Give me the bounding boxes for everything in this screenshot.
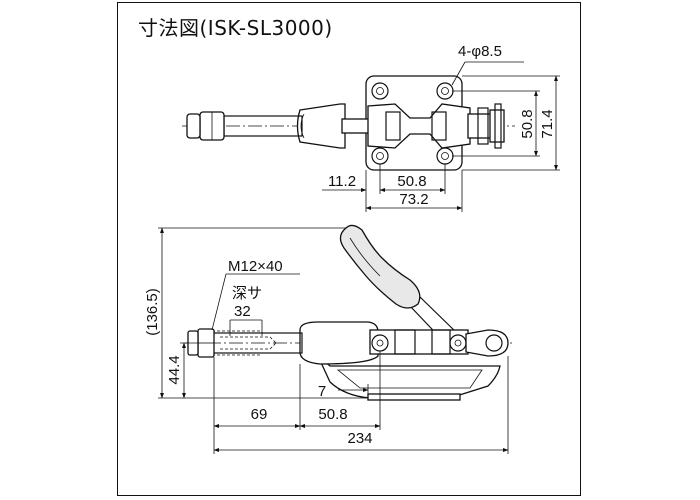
thread-label: M12×40 — [228, 258, 283, 275]
side-lower-body — [317, 355, 501, 399]
top-linkage — [341, 103, 505, 149]
dim-hole-pitch-vertical: 50.8 — [519, 109, 536, 138]
dim-base-height: 71.4 — [539, 109, 556, 138]
dim-small-offset: 7 — [318, 383, 326, 400]
side-linkage — [369, 329, 509, 357]
dim-total-height: (136.5) — [144, 288, 161, 336]
top-horizontal-dims: 11.2 50.8 73.2 — [322, 164, 463, 212]
side-horizontal-dims: 7 69 50.8 234 — [213, 351, 509, 454]
depth-label: 深サ — [232, 285, 262, 302]
side-housing — [299, 321, 379, 365]
hole-callout: 4-φ8.5 — [451, 43, 524, 86]
dim-hole-pitch-horizontal: 50.8 — [397, 173, 426, 190]
dim-hole-pitch: 50.8 — [318, 406, 347, 423]
dim-rod: 69 — [251, 406, 268, 423]
top-view: 4-φ8.5 50.8 71.4 11.2 50.8 73.2 — [182, 43, 560, 212]
dim-total-length: 234 — [347, 430, 372, 447]
top-hex-nut — [186, 111, 225, 141]
depth-value: 32 — [234, 303, 251, 320]
hole-label: 4-φ8.5 — [458, 43, 502, 60]
side-vertical-dims: (136.5) 44.4 — [144, 227, 368, 399]
top-housing — [296, 103, 346, 149]
side-base-plate — [367, 393, 461, 401]
top-vertical-dims: 50.8 71.4 — [452, 75, 560, 171]
dim-axis-height: 44.4 — [166, 355, 183, 384]
side-internal-thread — [212, 330, 277, 356]
thread-callout: M12×40 深サ 32 — [211, 258, 300, 336]
drawing-title: 寸法図(ISK-SL3000) — [138, 16, 333, 40]
side-view: M12×40 深サ 32 (136.5) 44.4 — [144, 224, 514, 454]
dim-base-width: 73.2 — [399, 191, 428, 208]
dim-offset: 11.2 — [328, 173, 356, 190]
